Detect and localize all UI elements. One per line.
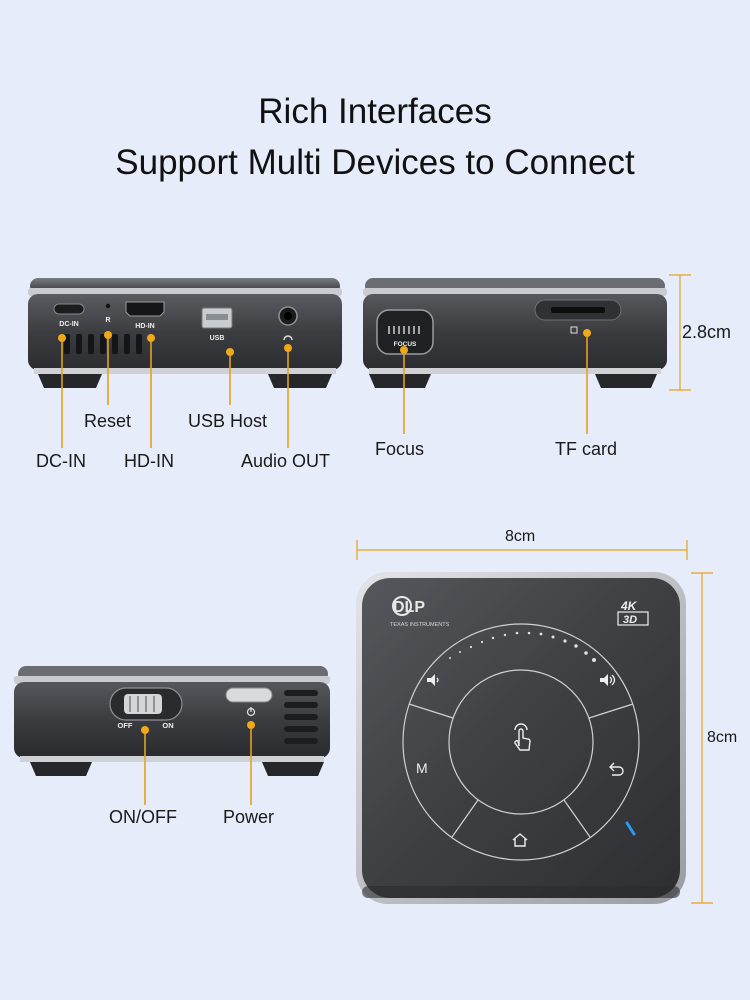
menu-icon: M: [416, 760, 428, 776]
label-audio-out: Audio OUT: [241, 451, 331, 471]
height-dimension: 2.8cm: [682, 322, 732, 342]
badge-3d: 3D: [623, 614, 637, 626]
dlp-maker: TEXAS INSTRUMENTS: [390, 622, 450, 628]
label-usb-host: USB Host: [188, 411, 268, 431]
label-dc-in: DC-IN: [36, 451, 86, 471]
volume-up-key[interactable]: [597, 670, 619, 690]
volume-down-key[interactable]: [424, 670, 444, 690]
focus-print: FOCUS: [394, 341, 417, 348]
label-power: Power: [223, 807, 275, 827]
back-icon: [609, 762, 624, 776]
headline-line-1: Rich Interfaces: [258, 92, 492, 131]
menu-key[interactable]: M: [416, 760, 434, 780]
projector-side-focus: FOCUS: [363, 278, 667, 388]
back-key[interactable]: [608, 761, 626, 777]
status-indicator-light: [625, 821, 636, 836]
volume-up-icon: [600, 674, 616, 686]
touch-center-key[interactable]: [509, 722, 535, 754]
depth-dimension: 8cm: [707, 729, 738, 746]
home-key[interactable]: [511, 832, 529, 848]
reset-print: R: [105, 317, 110, 324]
home-icon: [512, 833, 528, 847]
headline-line-2: Support Multi Devices to Connect: [115, 143, 635, 182]
projector-side-ports: DC-IN R HD-IN USB: [28, 278, 342, 388]
switch-on-print: ON: [162, 721, 173, 730]
label-tf-card: TF card: [555, 439, 618, 459]
projector-top-view: DLP TEXAS INSTRUMENTS 4K 3D: [356, 572, 686, 904]
touch-icon: [514, 723, 531, 751]
dlp-logo-icon: [392, 596, 412, 616]
switch-off-print: OFF: [118, 721, 133, 730]
label-hd-in: HD-IN: [124, 451, 174, 471]
dlp-brand: DLP: [393, 599, 425, 616]
volume-down-icon: [427, 674, 439, 686]
label-on-off: ON/OFF: [109, 807, 177, 827]
width-dimension: 8cm: [505, 528, 536, 545]
badge-4k: 4K: [620, 599, 638, 613]
usb-print: USB: [210, 335, 225, 342]
hd-in-print: HD-IN: [135, 323, 154, 330]
label-focus: Focus: [375, 439, 425, 459]
dc-in-print: DC-IN: [59, 321, 78, 328]
label-reset: Reset: [84, 411, 132, 431]
